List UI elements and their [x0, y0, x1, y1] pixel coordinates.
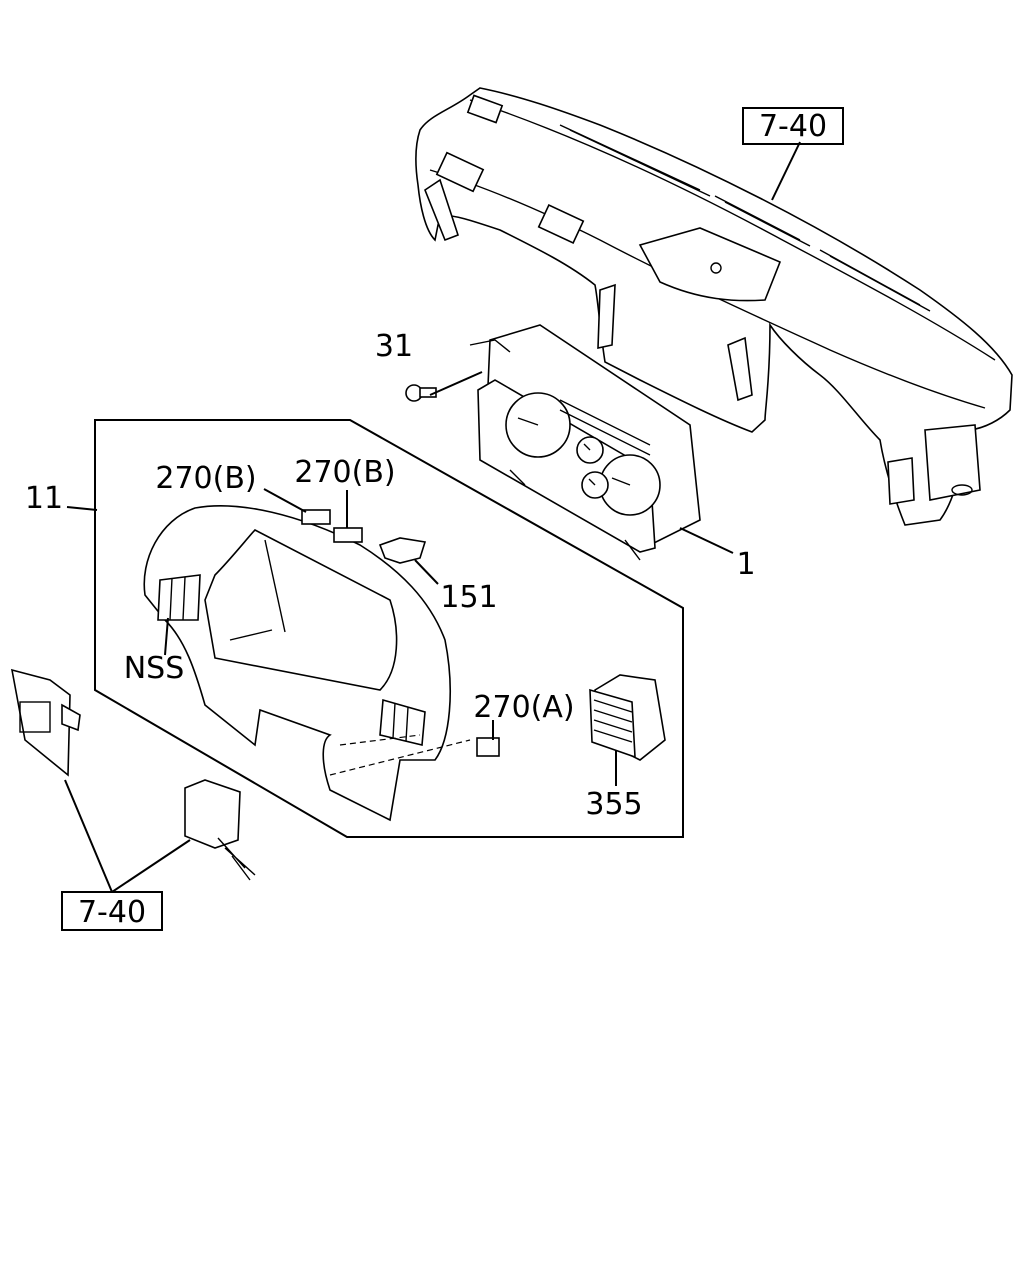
ref-label-top: 7-40 — [759, 109, 827, 144]
cluster-bezel — [143, 505, 471, 822]
pad-270a — [476, 737, 500, 757]
ref-box-bottom — [61, 891, 163, 931]
clip-151 — [378, 537, 427, 564]
ref-label-bottom: 7-40 — [78, 895, 146, 930]
assembly-box-11 — [94, 419, 684, 838]
pad-270b-1 — [301, 509, 331, 525]
label-355: 355 — [585, 787, 642, 822]
label-1: 1 — [736, 547, 755, 582]
dashboard-panel — [415, 87, 1013, 526]
ref-box-top — [742, 107, 844, 145]
switch-panel-left — [10, 668, 81, 777]
instrument-cluster — [469, 324, 701, 561]
screw-31 — [405, 384, 437, 402]
label-270a: 270(A) — [473, 690, 574, 725]
label-270b-1: 270(B) — [155, 461, 256, 496]
connector-lower — [184, 779, 256, 881]
pad-270b-2 — [333, 527, 363, 543]
label-nss: NSS — [124, 651, 185, 686]
label-151: 151 — [440, 580, 497, 615]
label-31: 31 — [375, 329, 413, 364]
air-vent-355 — [589, 674, 666, 761]
label-11: 11 — [25, 481, 63, 516]
label-270b-2: 270(B) — [294, 455, 395, 490]
leader-lines — [64, 141, 801, 893]
